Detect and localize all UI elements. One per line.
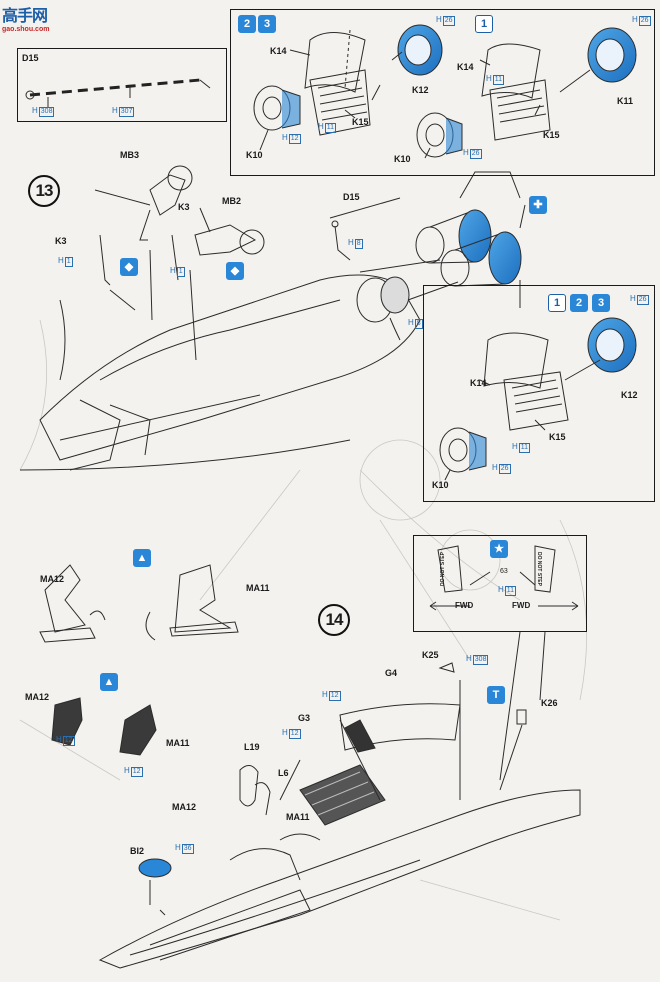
part-label-k15: K15 <box>352 117 369 127</box>
watermark-text: 高手网 <box>2 6 48 25</box>
part-label-k14: K14 <box>470 378 487 388</box>
fwd-right-label: FWD <box>512 601 531 610</box>
part-label-k26: K26 <box>541 698 558 708</box>
version-badge-1: 1 <box>475 15 493 33</box>
part-label-d15: D15 <box>343 192 360 202</box>
diamond-symbol-icon: ◆ <box>120 258 138 276</box>
part-label-k3: K3 <box>55 236 67 246</box>
part-label-k15: K15 <box>549 432 566 442</box>
step-number-13: 13 <box>28 175 60 207</box>
watermark-logo: 高手网 gao.shou.com <box>2 2 86 33</box>
part-label-mb3: MB3 <box>120 150 140 160</box>
d15-detail-frame <box>17 48 227 122</box>
decal-warning-right: DO NOT STEP <box>535 552 542 586</box>
diamond-symbol-icon: ◆ <box>226 262 244 280</box>
part-label-ma12: MA12 <box>172 802 197 812</box>
decal-detail-frame <box>413 535 587 632</box>
part-label-k12: K12 <box>412 85 429 95</box>
version-badge-1-mid: 1 <box>548 294 566 312</box>
part-label-k14: K14 <box>270 46 287 56</box>
version-badge-3: 3 <box>258 15 276 33</box>
bracket-symbol-icon: T <box>487 686 505 704</box>
engine-detail-frame-top <box>230 9 655 176</box>
fwd-left-label: FWD <box>455 601 474 610</box>
part-label-k10: K10 <box>432 480 449 490</box>
triangle-symbol-icon: ▲ <box>100 673 118 691</box>
version-badge-2-mid: 2 <box>570 294 588 312</box>
part-label-d15-box: D15 <box>22 53 39 63</box>
part-label-k25: K25 <box>422 650 439 660</box>
engine-detail-frame-mid <box>423 285 655 502</box>
part-label-k3: K3 <box>178 202 190 212</box>
part-label-k14: K14 <box>457 62 474 72</box>
watermark-url: gao.shou.com <box>2 26 50 33</box>
decal-warning-left: DO NOT STEP <box>439 552 446 586</box>
part-label-ma11: MA11 <box>166 738 190 748</box>
part-label-ma11: MA11 <box>286 812 310 822</box>
part-label-l6: L6 <box>278 768 289 778</box>
version-badge-3-mid: 3 <box>592 294 610 312</box>
part-label-bi2: BI2 <box>130 846 145 856</box>
part-label-l19: L19 <box>244 742 260 752</box>
triangle-symbol-icon: ▲ <box>133 549 151 567</box>
part-label-k15: K15 <box>543 130 560 140</box>
part-label-g4: G4 <box>385 668 398 678</box>
part-label-ma11: MA11 <box>246 583 270 593</box>
star-symbol-icon: ★ <box>490 540 508 558</box>
part-label-mb2: MB2 <box>222 196 242 206</box>
decal-code: 63 <box>500 568 508 575</box>
part-label-k11: K11 <box>617 96 634 106</box>
part-label-g3: G3 <box>298 713 311 723</box>
step-number-14: 14 <box>318 604 350 636</box>
part-label-ma12: MA12 <box>25 692 50 702</box>
version-badge-2: 2 <box>238 15 256 33</box>
part-label-k10: K10 <box>394 154 411 164</box>
part-label-ma12: MA12 <box>40 574 65 584</box>
part-label-k12: K12 <box>621 390 638 400</box>
cross-arrows-symbol-icon: ✚ <box>529 196 547 214</box>
part-label-k10: K10 <box>246 150 263 160</box>
